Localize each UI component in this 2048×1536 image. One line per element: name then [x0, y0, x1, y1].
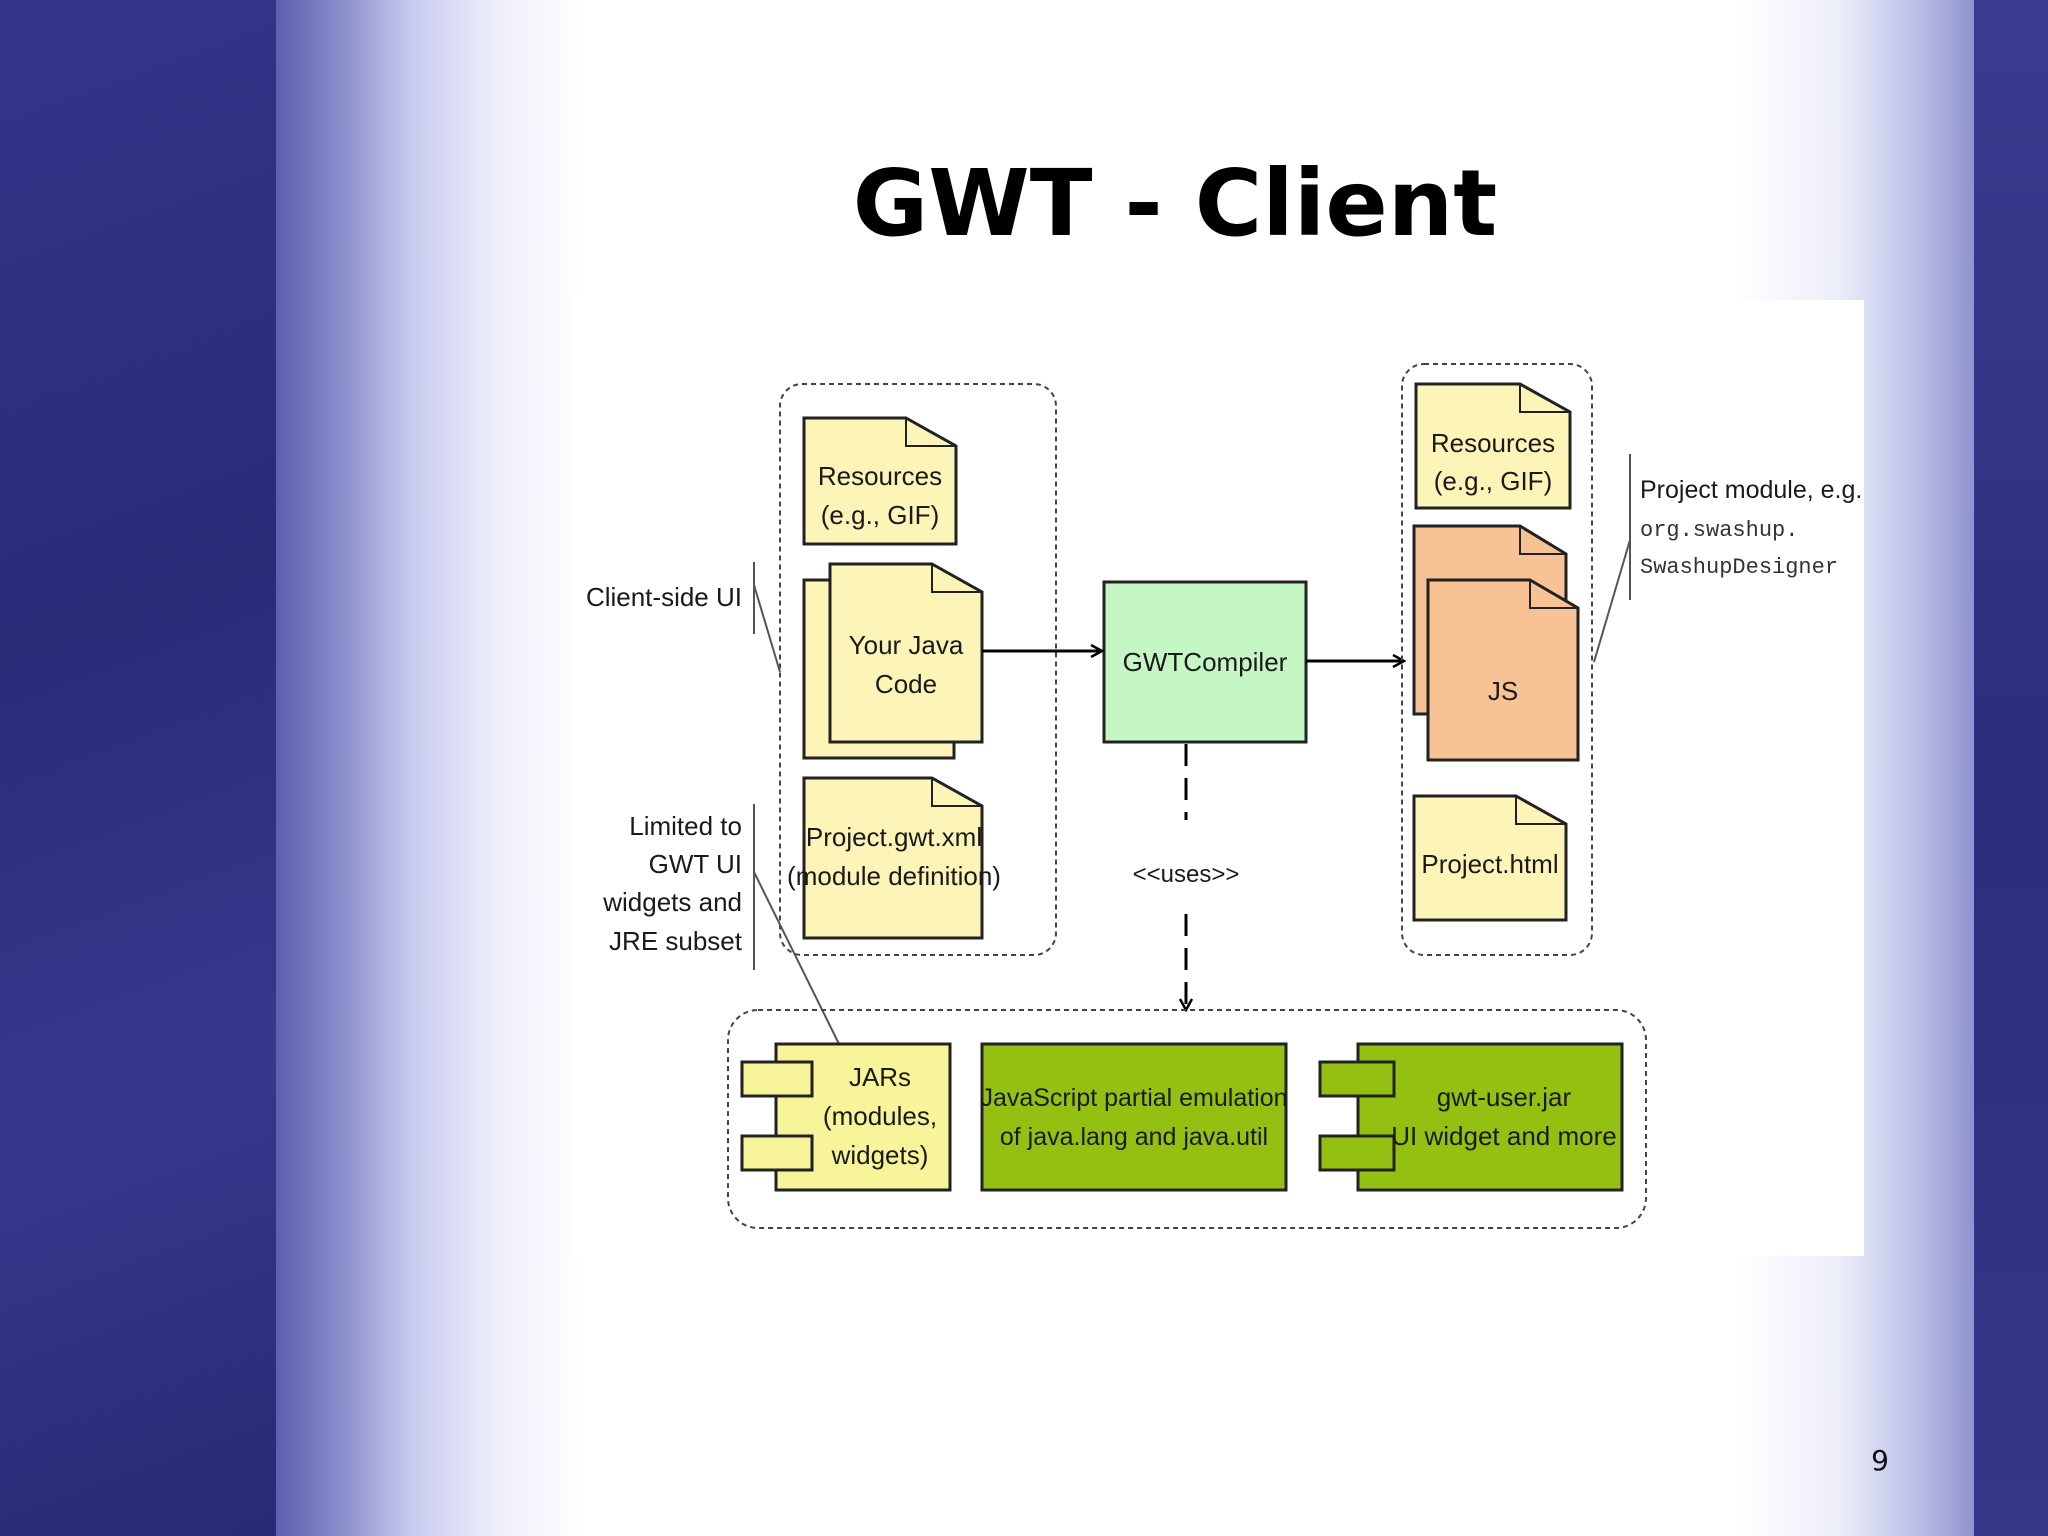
jars-component: JARs (modules, widgets): [740, 1042, 952, 1192]
gwt-user-jar-component: gwt-user.jar UI widget and more: [1318, 1042, 1624, 1192]
uses-label: <<uses>>: [1133, 861, 1240, 888]
gwt-user-jar-label: gwt-user.jar: [1437, 1082, 1572, 1112]
java-code-file: Your Java Code: [802, 562, 984, 760]
limited-note: Limited to GWT UI widgets and JRE subset: [602, 804, 841, 1047]
limited-note-line4: JRE subset: [609, 926, 743, 956]
background-left: [0, 0, 276, 1536]
client-side-note: Client-side UI: [586, 562, 781, 673]
project-html-file: Project.html: [1412, 794, 1568, 922]
jars-label-line3: widgets): [831, 1140, 929, 1170]
output-resources-example: (e.g., GIF): [1434, 466, 1552, 496]
client-side-note-label: Client-side UI: [586, 582, 742, 612]
module-xml-description: (module definition): [787, 861, 1001, 891]
gwt-compiler-box: GWTCompiler: [1102, 580, 1308, 744]
page-number: 9: [1871, 1444, 1889, 1477]
background-right: [1974, 0, 2048, 1536]
js-emulation-line2: of java.lang and java.util: [1000, 1123, 1268, 1151]
js-file-stack: JS: [1412, 524, 1580, 762]
project-module-name-line1: org.swashup.: [1640, 518, 1798, 543]
jars-label-line1: JARs: [849, 1062, 911, 1092]
output-resources-file: Resources (e.g., GIF): [1414, 382, 1572, 510]
gwt-user-jar-description: UI widget and more: [1391, 1121, 1616, 1151]
js-emulation-line1: JavaScript partial emulation: [980, 1084, 1287, 1112]
java-code-label-line2: Code: [875, 669, 937, 699]
client-resources-example: (e.g., GIF): [821, 500, 939, 530]
gwt-client-diagram: Resources (e.g., GIF) Your Java Code Pro…: [572, 300, 1864, 1256]
output-container: [1401, 363, 1593, 956]
project-module-name-line2: SwashupDesigner: [1640, 555, 1838, 580]
client-resources-file: Resources (e.g., GIF): [802, 416, 958, 546]
limited-note-line2: GWT UI: [649, 849, 742, 879]
js-label: JS: [1488, 676, 1518, 706]
limited-note-line1: Limited to: [629, 811, 742, 841]
module-xml-label: Project.gwt.xml: [806, 822, 982, 852]
java-code-label-line1: Your Java: [849, 630, 964, 660]
client-resources-label: Resources: [818, 461, 942, 491]
module-xml-file: Project.gwt.xml (module definition): [787, 776, 1001, 940]
project-module-note: Project module, e.g., org.swashup. Swash…: [1593, 454, 1864, 663]
slide-title: GWT - Client: [852, 150, 1498, 257]
project-html-label: Project.html: [1421, 849, 1558, 879]
output-resources-label: Resources: [1431, 428, 1555, 458]
project-module-note-label: Project module, e.g.,: [1640, 476, 1864, 504]
libraries-container: [727, 1009, 1647, 1229]
gwt-compiler-label: GWTCompiler: [1123, 647, 1288, 677]
limited-note-line3: widgets and: [602, 887, 742, 917]
jars-label-line2: (modules,: [823, 1101, 937, 1131]
js-emulation-box: JavaScript partial emulation of java.lan…: [980, 1042, 1288, 1192]
